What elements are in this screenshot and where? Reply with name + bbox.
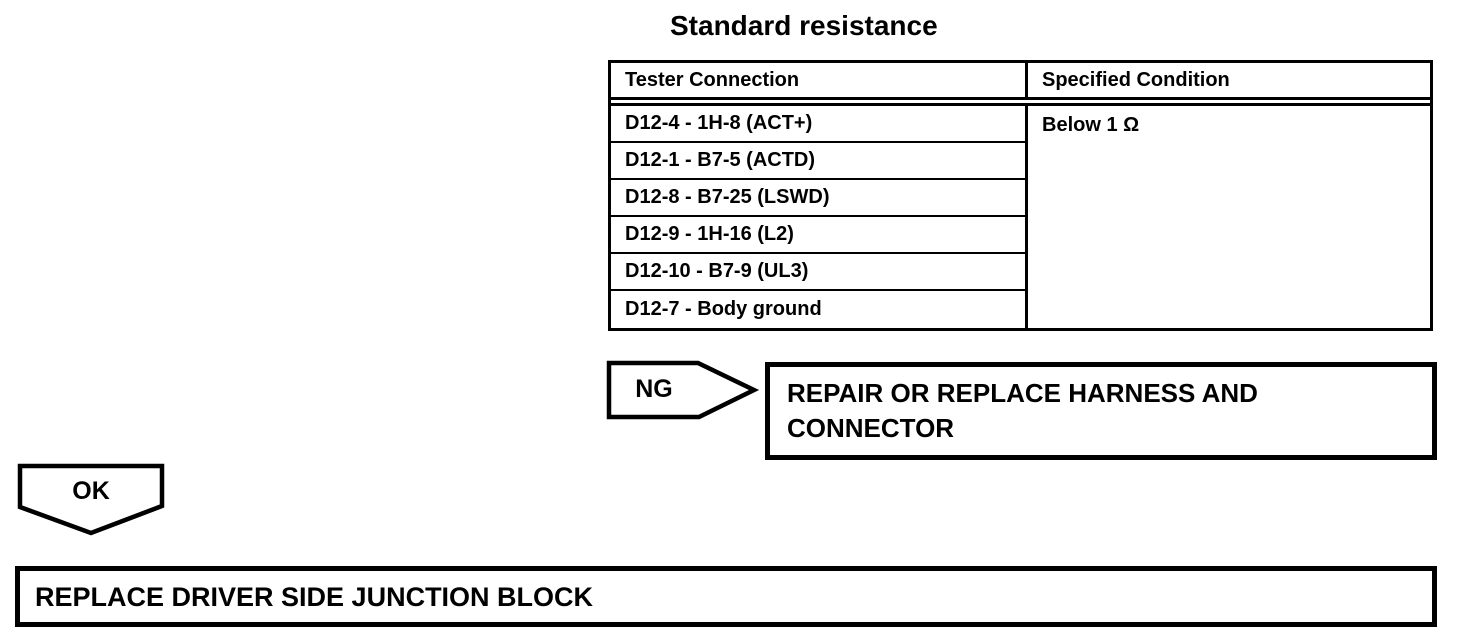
ng-arrow-shape <box>606 360 760 420</box>
table-row: D12-10 - B7-9 (UL3) <box>611 254 1025 291</box>
table-row: D12-4 - 1H-8 (ACT+) <box>611 106 1025 143</box>
ng-action-text: REPAIR OR REPLACE HARNESS AND CONNECTOR <box>787 378 1258 443</box>
header-double-rule <box>611 97 1430 106</box>
tester-connection-column: D12-4 - 1H-8 (ACT+) D12-1 - B7-5 (ACTD) … <box>611 106 1028 328</box>
ok-action-text: REPLACE DRIVER SIDE JUNCTION BLOCK <box>35 581 594 612</box>
table-body: D12-4 - 1H-8 (ACT+) D12-1 - B7-5 (ACTD) … <box>611 106 1430 328</box>
ng-action-box: REPAIR OR REPLACE HARNESS AND CONNECTOR <box>765 362 1437 460</box>
header-tester-connection: Tester Connection <box>611 63 1028 97</box>
table-header-row: Tester Connection Specified Condition <box>611 63 1430 97</box>
table-row: D12-8 - B7-25 (LSWD) <box>611 180 1025 217</box>
table-row: D12-1 - B7-5 (ACTD) <box>611 143 1025 180</box>
header-specified-condition: Specified Condition <box>1042 68 1230 91</box>
page-title: Standard resistance <box>670 10 938 41</box>
specified-condition-value: Below 1 Ω <box>1042 114 1140 136</box>
ng-label: NG <box>635 375 673 403</box>
table-row: D12-9 - 1H-16 (L2) <box>611 217 1025 254</box>
ok-action-box: REPLACE DRIVER SIDE JUNCTION BLOCK <box>15 566 1437 627</box>
standard-resistance-table: Tester Connection Specified Condition D1… <box>608 60 1433 331</box>
ok-label: OK <box>72 477 110 505</box>
table-row: D12-7 - Body ground <box>625 298 822 320</box>
ok-arrow-shape <box>17 463 165 536</box>
